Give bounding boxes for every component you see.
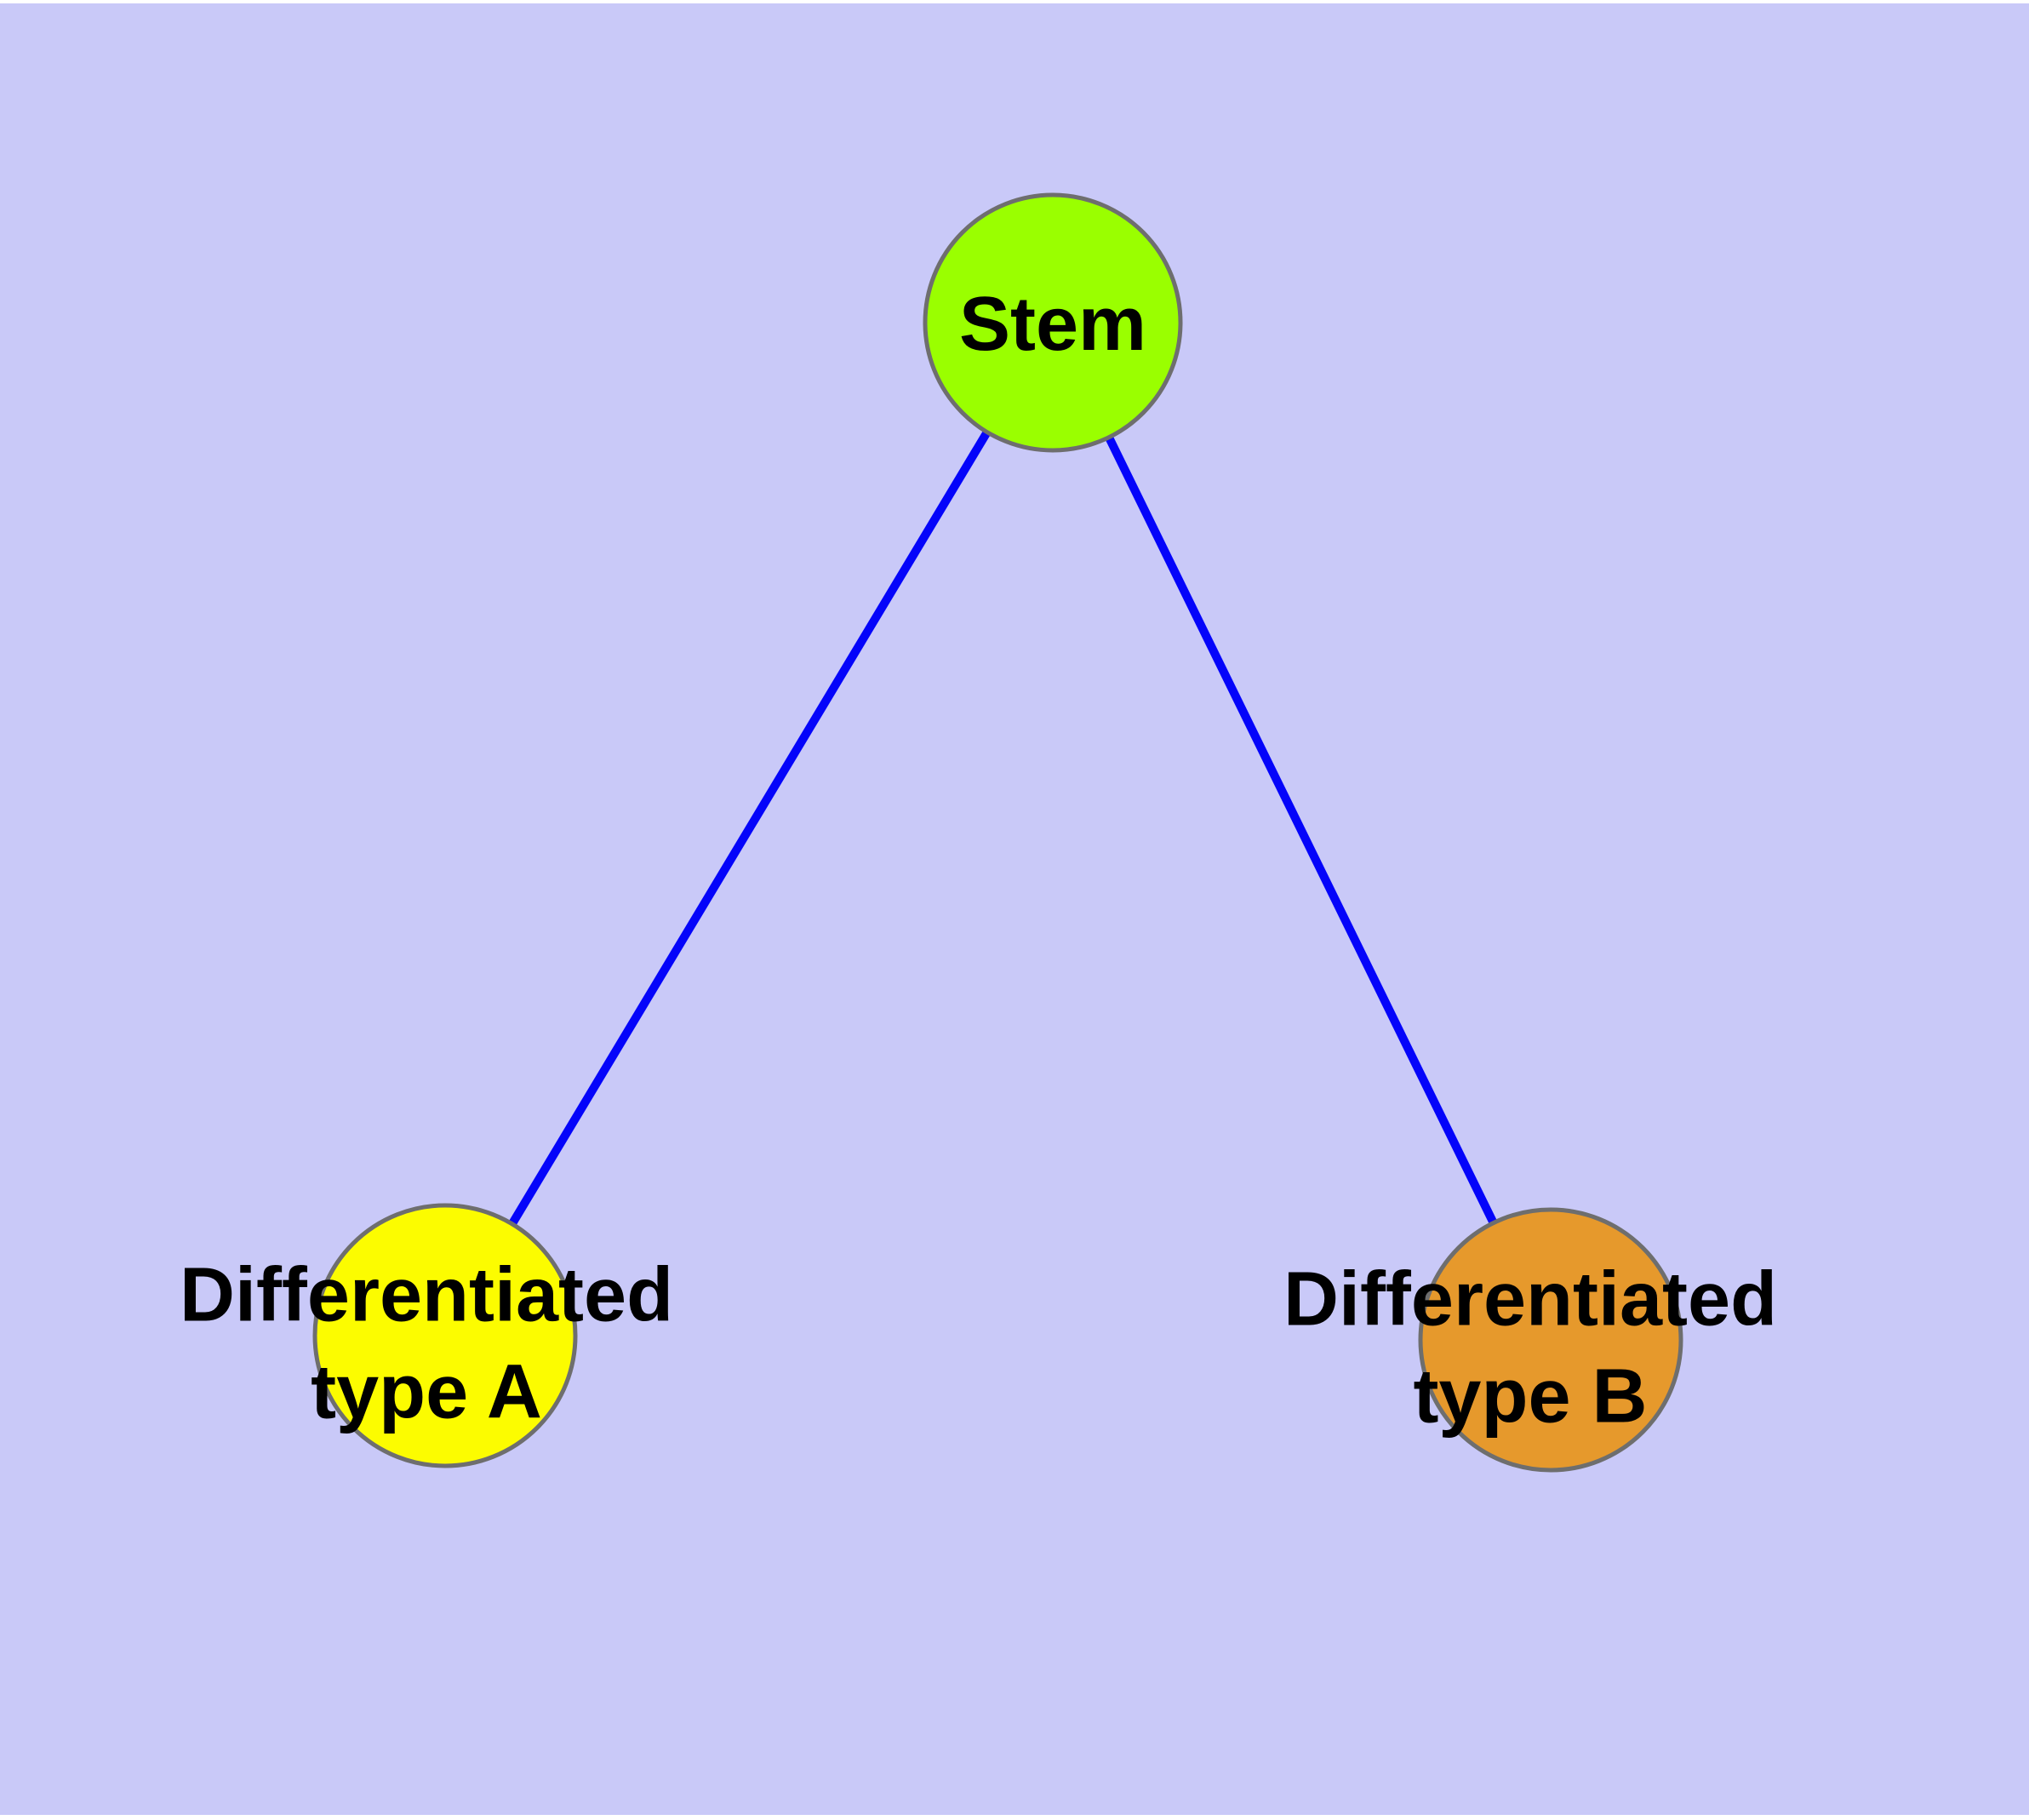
edge-stem-to-diff-a: [441, 320, 1057, 1338]
node-diff-b-circle: [1418, 1207, 1683, 1473]
edges-layer: [441, 320, 1555, 1342]
edge-stem-to-diff-b: [1049, 320, 1555, 1342]
graph-svg: [312, 192, 1683, 1473]
nodes-layer: [312, 192, 1683, 1473]
node-diff-a-circle: [312, 1203, 578, 1468]
node-stem-circle: [923, 192, 1183, 453]
